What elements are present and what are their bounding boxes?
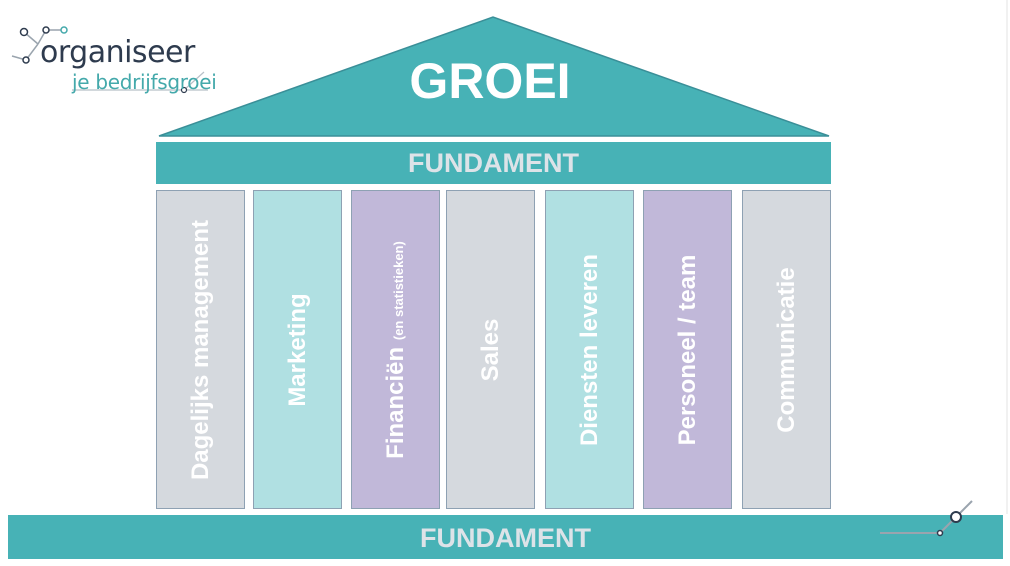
pillar-label: Sales <box>476 318 504 381</box>
bottom-foundation-beam: FUNDAMENT <box>8 515 1003 559</box>
pillar-sales: Sales <box>446 190 535 509</box>
molecule-icon <box>11 26 208 94</box>
pillar-personnel: Personeel / team <box>643 190 732 509</box>
logo-tagline: je bedrijfsgroei <box>72 70 217 94</box>
pillar-label: Dagelijks management <box>186 219 214 480</box>
pillar-services: Diensten leveren <box>545 190 634 509</box>
pillar-label: Marketing <box>283 292 311 407</box>
page-edge <box>1006 0 1008 514</box>
pillar-communication: Communicatie <box>742 190 831 509</box>
pillar-sublabel: (en statistieken) <box>390 240 406 340</box>
pillar-label: Financiën <box>381 346 409 459</box>
company-logo: organiseer je bedrijfsgroei <box>8 14 223 102</box>
pillar-label: Diensten leveren <box>575 253 603 446</box>
pillar-label: Personeel / team <box>673 254 701 445</box>
connector-icon <box>880 500 973 537</box>
pillar-label: Communicatie <box>772 266 800 433</box>
pillar-finance: Financiën (en statistieken) <box>351 190 440 509</box>
pillar-daily-management: Dagelijks management <box>156 190 245 509</box>
pillar-label-group: Financiën (en statistieken) <box>382 241 410 459</box>
logo-wordmark: organiseer <box>40 35 195 70</box>
top-foundation-beam: FUNDAMENT <box>156 142 831 184</box>
roof-title: GROEI <box>409 53 571 109</box>
roof-triangle <box>158 16 830 137</box>
pillar-marketing: Marketing <box>253 190 342 509</box>
